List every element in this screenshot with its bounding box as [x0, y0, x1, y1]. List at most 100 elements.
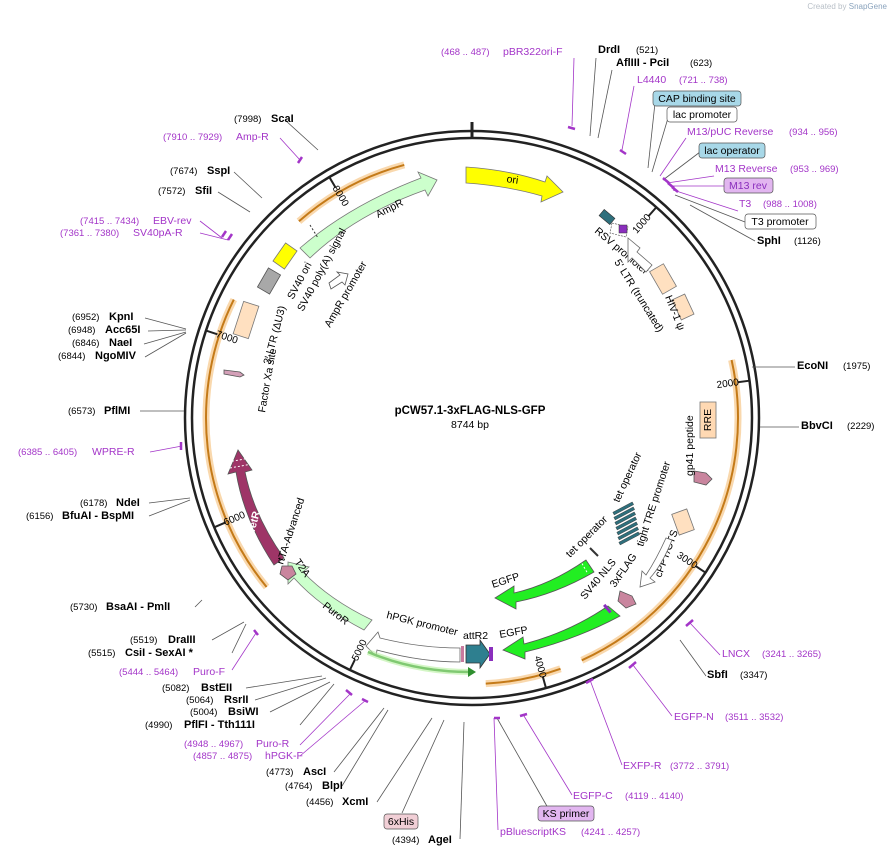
credit-brand: SnapGene [848, 2, 887, 11]
leader-line [149, 445, 183, 453]
enzyme-bfuai-pos: (6156) [26, 511, 53, 522]
hpgk-green-arrowhead [468, 667, 476, 677]
tick-label-5000: 5000 [350, 638, 370, 663]
enzyme-csii-pos: (5515) [88, 648, 115, 659]
ks-primer-label: KS primer [543, 808, 590, 820]
backbone-inner-ring [190, 136, 754, 700]
leader-line [662, 151, 701, 181]
wpre-arc [205, 299, 268, 588]
leader-line [333, 707, 385, 773]
enzyme-ndei-pos: (6178) [80, 498, 107, 509]
rre-feature [699, 401, 717, 439]
enzyme-bsaai-name: BsaAI - PmlI [106, 601, 170, 613]
backbone-outer-ring [183, 129, 761, 707]
primer-hpgkf-name: hPGK-F [265, 750, 303, 762]
enzyme-blpi-pos: (4764) [285, 781, 312, 792]
leader-line [674, 194, 746, 223]
enzyme-pflfi-name: PflFI - Tth111I [184, 719, 255, 731]
primer-sv40pa-name: SV40pA-R [133, 227, 183, 239]
egfp-label-1: EGFP [490, 571, 521, 591]
credit-prefix: Created by [807, 2, 847, 11]
primer-egfpn-name: EGFP-N [674, 711, 714, 723]
leader-line [269, 681, 331, 713]
tick-mark-4000 [541, 676, 547, 689]
primer-pbr322-name: pBR322ori-F [503, 46, 563, 58]
m13rev-box [723, 177, 774, 194]
leader-line [144, 332, 187, 358]
enzyme-bsteii-pos: (5082) [162, 683, 189, 694]
leader-line [401, 719, 445, 814]
enzyme-sspi-name: SspI [207, 165, 230, 177]
gp41-feature [693, 470, 713, 486]
map-length: 8744 bp [451, 419, 489, 431]
tick-label-2000: 2000 [716, 377, 740, 391]
tet-operator-blocks [612, 501, 640, 546]
primer-ampr-pos: (7910 .. 7929) [163, 132, 222, 143]
enzyme-naei-pos: (6846) [72, 338, 99, 349]
ampr-promoter-feature [328, 271, 349, 290]
snapgene-credit: Created by SnapGene [807, 2, 887, 11]
egfp-feature-1 [494, 559, 595, 610]
enzyme-sfii-name: SfiI [195, 185, 212, 197]
rre-label: RRE [702, 409, 714, 431]
leader-line [231, 623, 247, 654]
primer-pbluescript-pos: (4241 .. 4257) [581, 827, 640, 838]
lac-operator-box [698, 142, 766, 159]
primer-l4440-name: L4440 [637, 74, 666, 86]
leader-line [632, 664, 673, 717]
leader-line [523, 715, 573, 796]
rtetr-feature [227, 449, 285, 566]
tick-mark-5000 [348, 658, 357, 671]
gp41-label: gp41 peptide [684, 415, 696, 476]
enzyme-bsteii-name: BstEII [201, 682, 232, 694]
enzyme-acc65i-name: Acc65I [105, 324, 140, 336]
enzyme-drdi-name: DrdI [598, 44, 620, 56]
leader-line [199, 232, 229, 241]
hiv-psi-box-2 [671, 293, 695, 321]
primer-puror-pos: (4948 .. 4967) [184, 739, 243, 750]
leader-line [148, 499, 191, 517]
primer-m13puc-pos: (934 .. 956) [789, 127, 838, 138]
enzyme-kpni-pos: (6952) [72, 312, 99, 323]
leader-line [689, 622, 721, 656]
enzyme-blpi-name: BlpI [322, 780, 343, 792]
primer-sv40pa-pos: (7361 .. 7380) [60, 228, 119, 239]
leader-line [459, 721, 465, 840]
leader-line [341, 709, 389, 787]
primer-puror-name: Puro-R [256, 738, 290, 750]
leader-line [689, 204, 756, 242]
ampr-feature [299, 171, 438, 259]
leader-line [597, 69, 613, 139]
primer-exfpr-name: EXFP-R [623, 760, 662, 772]
enzyme-draiii-pos: (5519) [130, 635, 157, 646]
t3-promoter-label: T3 promoter [751, 216, 809, 228]
hpgk-green-arrow-glow [366, 649, 471, 675]
tick-mark-2000 [737, 379, 750, 384]
cppt-label: cPPT/CTS [653, 528, 681, 579]
enzyme-ngomiv-name: NgoMIV [95, 350, 137, 362]
primer-ebv-name: EBV-rev [153, 215, 192, 227]
leader-line [299, 699, 367, 757]
ori-label: ori [506, 173, 519, 187]
enzyme-agei-name: AgeI [428, 834, 452, 846]
t2a-feature [279, 565, 297, 581]
sixhis-label: 6xHis [388, 816, 414, 828]
primer-egfpn-pos: (3511 .. 3532) [725, 712, 783, 723]
egfp2-arc [485, 667, 561, 685]
lac-promoter-label: lac promoter [673, 109, 732, 121]
leader-line [194, 599, 203, 608]
primer-marks [179, 125, 694, 720]
primer-m13rev-name: M13 Reverse [715, 163, 778, 175]
leader-line [217, 191, 251, 213]
tre-arrow [639, 537, 673, 588]
leader-line [666, 175, 715, 184]
ori-feature [465, 166, 564, 203]
ltr5-arrow [627, 237, 653, 273]
leader-line [148, 497, 191, 504]
enzyme-econi-pos: (1975) [843, 361, 870, 372]
leader-line [621, 85, 635, 151]
primer-labels: (468 .. 487) pBR322ori-F L4440 (721 .. 7… [18, 46, 839, 838]
primer-exfpr-pos: (3772 .. 3791) [670, 761, 729, 772]
enzyme-bsiwi-name: BsiWI [228, 706, 259, 718]
leader-line [571, 57, 575, 127]
